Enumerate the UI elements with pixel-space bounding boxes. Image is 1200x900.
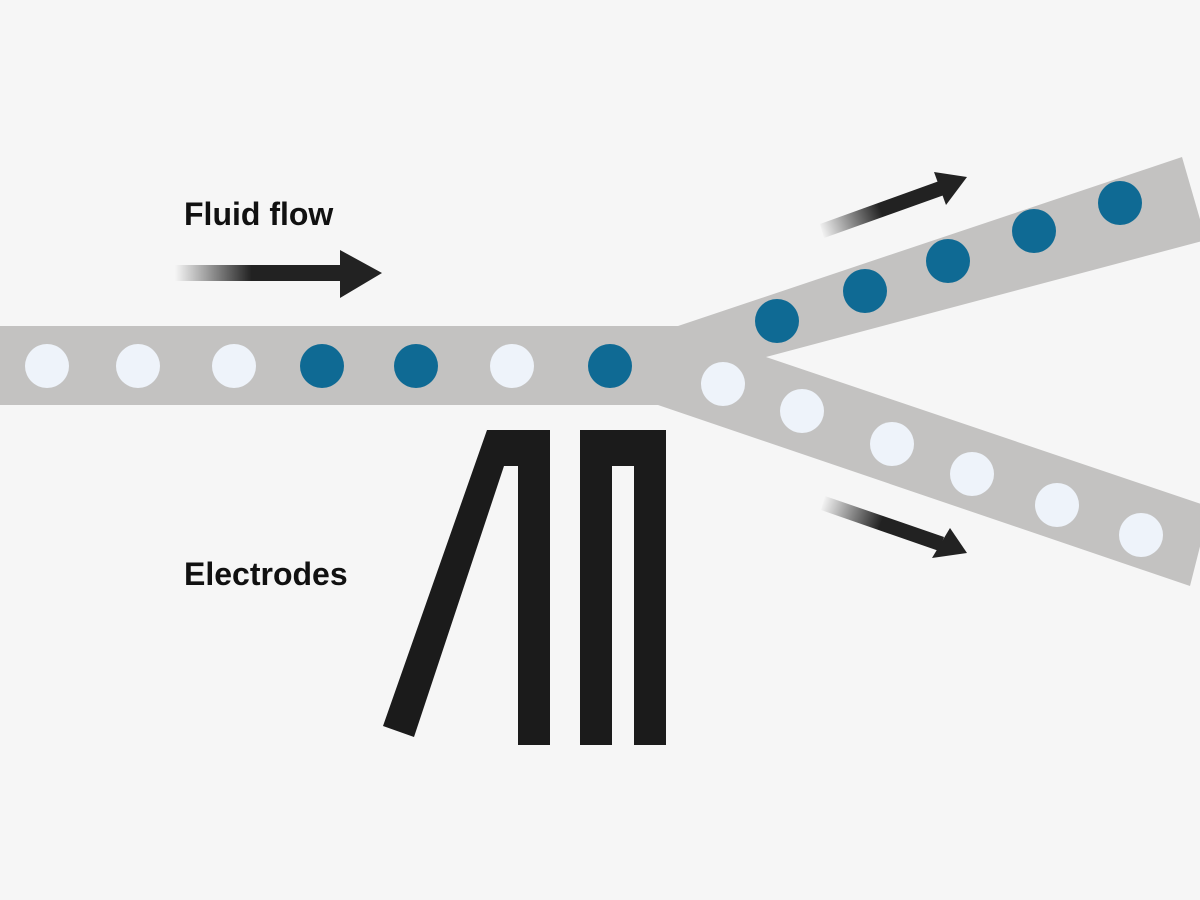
particle-dark xyxy=(394,344,438,388)
flow-arrow-main xyxy=(175,250,382,298)
particle-light xyxy=(701,362,745,406)
particle-light xyxy=(1035,483,1079,527)
particle-dark xyxy=(300,344,344,388)
flow-arrow-lower xyxy=(821,496,967,558)
particle-light xyxy=(25,344,69,388)
electrodes-label: Electrodes xyxy=(184,556,348,592)
fluid-flow-label: Fluid flow xyxy=(184,196,334,232)
particle-light xyxy=(950,452,994,496)
electrodes xyxy=(383,430,666,745)
particle-light xyxy=(870,422,914,466)
particle-dark xyxy=(1098,181,1142,225)
particle-light xyxy=(212,344,256,388)
particle-light xyxy=(116,344,160,388)
inlet-particles xyxy=(25,344,632,388)
electrode-slanted xyxy=(383,430,550,745)
lower-outlet-particles xyxy=(701,362,1163,557)
particle-dark xyxy=(588,344,632,388)
upper-outlet-particles xyxy=(755,181,1142,343)
particle-dark xyxy=(1012,209,1056,253)
particle-light xyxy=(490,344,534,388)
particle-light xyxy=(1119,513,1163,557)
flow-arrow-upper xyxy=(820,172,967,238)
particle-dark xyxy=(926,239,970,283)
particle-dark xyxy=(843,269,887,313)
electrode-u-shaped xyxy=(580,430,666,745)
particle-dark xyxy=(755,299,799,343)
particle-light xyxy=(780,389,824,433)
